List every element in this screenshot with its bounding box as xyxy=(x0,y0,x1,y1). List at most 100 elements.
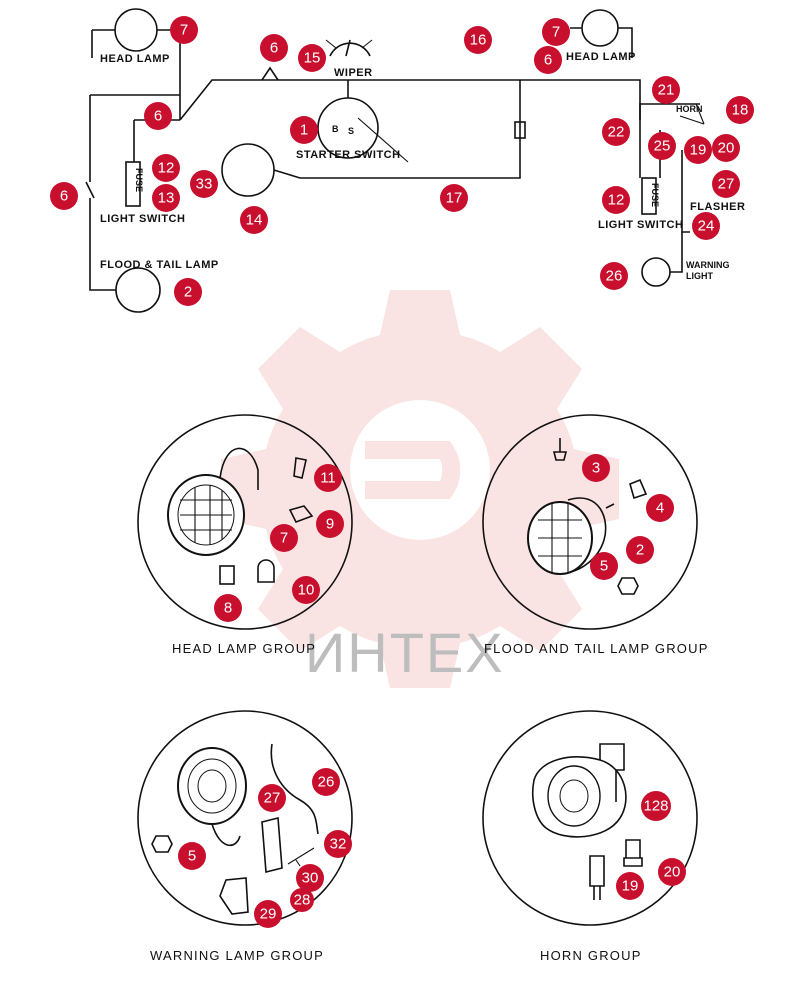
callout-22[interactable]: 22 xyxy=(602,118,630,146)
svg-text:32: 32 xyxy=(330,836,347,853)
svg-text:16: 16 xyxy=(470,32,487,49)
callout-19[interactable]: 19 xyxy=(684,136,712,164)
clip-drawing-8 xyxy=(219,565,235,585)
bracket-drawing-4 xyxy=(629,478,648,500)
callout-28[interactable]: 28 xyxy=(290,888,314,912)
flood-tail-lamp-symbol xyxy=(115,267,161,313)
svg-text:24: 24 xyxy=(698,218,715,235)
head-lamp-right-symbol xyxy=(581,9,619,47)
callout-19[interactable]: 19 xyxy=(616,872,644,900)
head-lamp-parts xyxy=(167,447,314,585)
svg-text:7: 7 xyxy=(180,22,188,39)
callout-25[interactable]: 25 xyxy=(648,132,676,160)
head-lamp-left-symbol xyxy=(114,8,158,52)
svg-text:128: 128 xyxy=(643,798,668,815)
svg-text:27: 27 xyxy=(718,176,735,193)
callout-7[interactable]: 7 xyxy=(542,18,570,46)
callout-2[interactable]: 2 xyxy=(174,278,202,306)
warning-light-symbol xyxy=(641,257,671,287)
callout-24[interactable]: 24 xyxy=(692,212,720,240)
flood-tail-lamp-group-label: FLOOD AND TAIL LAMP GROUP xyxy=(484,641,709,656)
callout-27[interactable]: 27 xyxy=(258,784,286,812)
callout-128[interactable]: 128 xyxy=(641,791,671,821)
svg-text:9: 9 xyxy=(326,516,334,533)
callout-10[interactable]: 10 xyxy=(292,576,320,604)
callout-20[interactable]: 20 xyxy=(658,858,686,886)
svg-text:14: 14 xyxy=(246,212,263,229)
callout-33[interactable]: 33 xyxy=(190,170,218,198)
warning-label: WARNING xyxy=(686,260,730,270)
flood-tail-lamp-label: FLOOD & TAIL LAMP xyxy=(100,259,219,271)
wiring-diagram: HEAD LAMP FLOOD & TAIL LAMP FUSE LIGHT S… xyxy=(85,8,745,313)
callout-15[interactable]: 15 xyxy=(298,44,326,72)
callout-30[interactable]: 30 xyxy=(296,864,324,892)
callout-9[interactable]: 9 xyxy=(316,510,344,538)
callout-6[interactable]: 6 xyxy=(50,182,78,210)
callout-26[interactable]: 26 xyxy=(312,768,340,796)
callout-5[interactable]: 5 xyxy=(178,842,206,870)
callout-6[interactable]: 6 xyxy=(260,34,288,62)
head-lamp-group-label: HEAD LAMP GROUP xyxy=(172,641,316,656)
bracket-drawing-28 xyxy=(261,816,283,874)
horn-symbol xyxy=(679,103,705,125)
watermark-gear-logo xyxy=(221,290,619,688)
callout-3[interactable]: 3 xyxy=(582,454,610,482)
warning-lamp-parts xyxy=(151,743,319,915)
callout-7[interactable]: 7 xyxy=(170,16,198,44)
head-lamp-right-label: HEAD LAMP xyxy=(566,51,636,63)
svg-text:17: 17 xyxy=(446,190,463,207)
warning-lamp-group-circle xyxy=(137,710,353,926)
svg-text:30: 30 xyxy=(302,870,319,887)
svg-text:2: 2 xyxy=(184,284,192,301)
callout-27[interactable]: 27 xyxy=(712,170,740,198)
inline-connector xyxy=(514,121,526,139)
callout-4[interactable]: 4 xyxy=(646,494,674,522)
nut-drawing-5b xyxy=(151,835,173,853)
callout-11[interactable]: 11 xyxy=(314,464,342,492)
svg-text:12: 12 xyxy=(158,160,175,177)
callout-12[interactable]: 12 xyxy=(152,154,180,182)
flood-tail-lamp-parts xyxy=(527,438,648,595)
callout-20[interactable]: 20 xyxy=(712,134,740,162)
switch-b-label: B xyxy=(332,124,339,134)
svg-text:7: 7 xyxy=(552,24,560,41)
light-label: LIGHT xyxy=(686,271,713,281)
callout-12[interactable]: 12 xyxy=(602,186,630,214)
callout-32[interactable]: 32 xyxy=(324,830,352,858)
callout-6[interactable]: 6 xyxy=(144,102,172,130)
callout-18[interactable]: 18 xyxy=(726,96,754,124)
svg-text:29: 29 xyxy=(260,906,277,923)
callout-21[interactable]: 21 xyxy=(652,76,680,104)
svg-text:13: 13 xyxy=(158,190,175,207)
nut-drawing-5 xyxy=(617,577,639,595)
svg-text:15: 15 xyxy=(304,50,321,67)
callout-2[interactable]: 2 xyxy=(626,536,654,564)
svg-text:25: 25 xyxy=(654,138,671,155)
svg-text:12: 12 xyxy=(608,192,625,209)
svg-text:20: 20 xyxy=(718,140,735,157)
svg-text:5: 5 xyxy=(600,558,608,575)
svg-text:33: 33 xyxy=(196,176,213,193)
svg-text:20: 20 xyxy=(664,864,681,881)
svg-text:26: 26 xyxy=(318,774,335,791)
callout-29[interactable]: 29 xyxy=(254,900,282,928)
svg-text:7: 7 xyxy=(280,530,288,547)
callout-7[interactable]: 7 xyxy=(270,524,298,552)
light-switch-right-label: LIGHT SWITCH xyxy=(598,219,683,231)
clip-drawing-11 xyxy=(293,457,307,479)
svg-text:28: 28 xyxy=(294,892,311,909)
callout-17[interactable]: 17 xyxy=(440,184,468,212)
callout-1[interactable]: 1 xyxy=(290,116,318,144)
clip-drawing-9 xyxy=(288,505,314,524)
callout-8[interactable]: 8 xyxy=(214,594,242,622)
wiper-label: WIPER xyxy=(334,67,373,79)
switch-drawing-19 xyxy=(589,855,605,900)
callout-6[interactable]: 6 xyxy=(534,46,562,74)
svg-text:6: 6 xyxy=(270,40,278,57)
callout-16[interactable]: 16 xyxy=(464,26,492,54)
svg-text:2: 2 xyxy=(636,542,644,559)
callout-13[interactable]: 13 xyxy=(152,184,180,212)
callout-14[interactable]: 14 xyxy=(240,206,268,234)
callout-26[interactable]: 26 xyxy=(600,262,628,290)
callout-5[interactable]: 5 xyxy=(590,552,618,580)
